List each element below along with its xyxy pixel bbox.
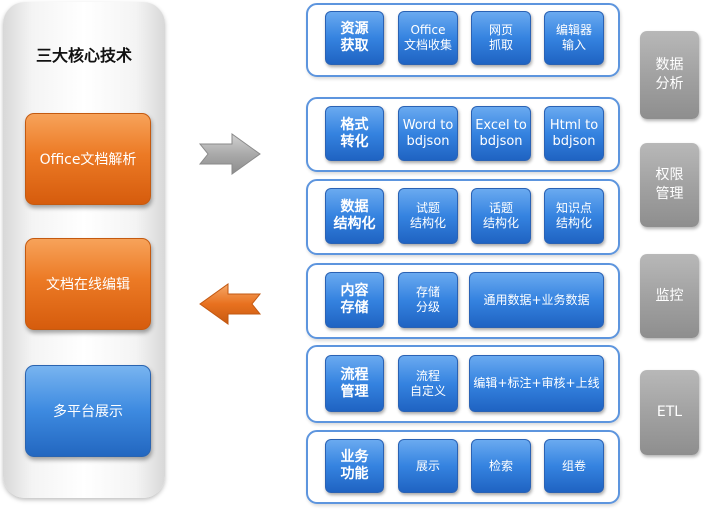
word-to-bdjson-button[interactable]: Word to bdjson xyxy=(398,106,458,161)
general-business-data-button[interactable]: 通用数据+业务数据 xyxy=(469,272,604,328)
storage-tiering-button[interactable]: 存储 分级 xyxy=(398,272,458,328)
business-functions-head[interactable]: 业务 功能 xyxy=(325,439,384,493)
edit-annotate-review-publish-button[interactable]: 编辑+标注+审核+上线 xyxy=(469,355,604,412)
data-analysis-button[interactable]: 数据 分析 xyxy=(640,31,699,119)
html-to-bdjson-button[interactable]: Html to bdjson xyxy=(544,106,604,161)
right-arrow-icon xyxy=(198,133,261,175)
topic-structuring-button[interactable]: 话题 结构化 xyxy=(471,188,531,244)
search-button[interactable]: 检索 xyxy=(471,439,531,493)
office-parse-button[interactable]: Office文档解析 xyxy=(25,113,151,205)
resource-acquisition-head[interactable]: 资源 获取 xyxy=(325,11,384,65)
office-doc-collect-button[interactable]: Office 文档收集 xyxy=(398,11,458,65)
left-arrow-icon xyxy=(199,283,262,325)
permission-management-button[interactable]: 权限 管理 xyxy=(640,143,699,227)
editor-input-button[interactable]: 编辑器 输入 xyxy=(544,11,604,65)
custom-process-button[interactable]: 流程 自定义 xyxy=(398,355,458,412)
excel-to-bdjson-button[interactable]: Excel to bdjson xyxy=(471,106,531,161)
display-button[interactable]: 展示 xyxy=(398,439,458,493)
etl-button[interactable]: ETL xyxy=(640,370,699,455)
content-storage-head[interactable]: 内容 存储 xyxy=(325,272,384,328)
format-conversion-head[interactable]: 格式 转化 xyxy=(325,106,384,161)
process-management-head[interactable]: 流程 管理 xyxy=(325,355,384,412)
online-edit-button[interactable]: 文档在线编辑 xyxy=(25,238,151,330)
question-structuring-button[interactable]: 试题 结构化 xyxy=(398,188,458,244)
web-crawl-button[interactable]: 网页 抓取 xyxy=(471,11,531,65)
compose-paper-button[interactable]: 组卷 xyxy=(544,439,604,493)
knowledge-point-structuring-button[interactable]: 知识点 结构化 xyxy=(544,188,604,244)
multi-platform-button[interactable]: 多平台展示 xyxy=(25,365,151,457)
data-structuring-head[interactable]: 数据 结构化 xyxy=(325,188,384,244)
monitoring-button[interactable]: 监控 xyxy=(640,254,699,338)
core-tech-title: 三大核心技术 xyxy=(35,46,132,65)
